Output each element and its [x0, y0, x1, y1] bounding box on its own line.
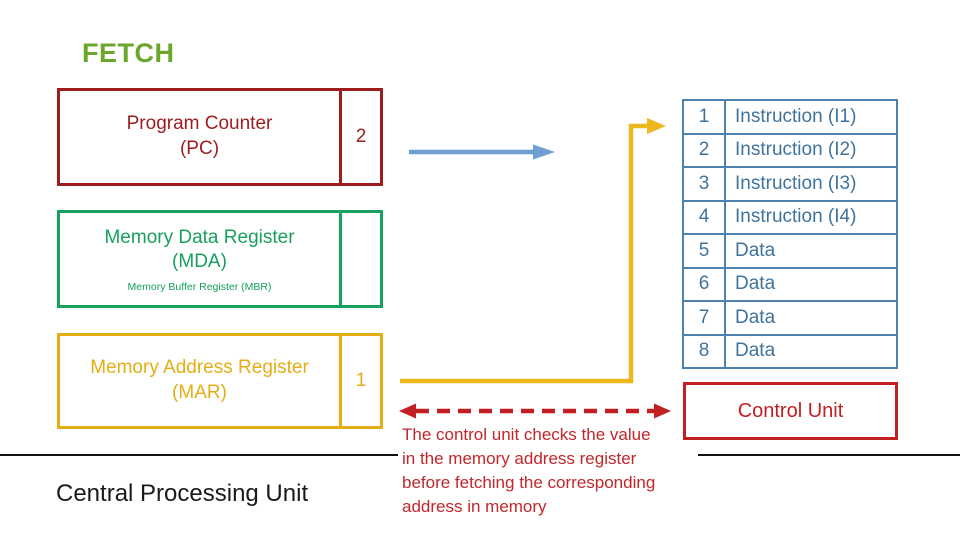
memory-row: 7 Data [684, 302, 896, 336]
memory-address-cell: 1 [684, 101, 726, 133]
cpu-boundary-line-right [698, 454, 960, 456]
program-counter-box: Program Counter (PC) 2 [57, 88, 383, 186]
memory-row: 5 Data [684, 235, 896, 269]
memory-address-cell: 2 [684, 134, 726, 166]
memory-content-cell: Instruction (I1) [735, 105, 857, 127]
caption-line: before fetching the corresponding [402, 473, 656, 492]
memory-table: 1 Instruction (I1) 2 Instruction (I2) 3 … [682, 99, 898, 369]
memory-address-register-box: Memory Address Register (MAR) 1 [57, 333, 383, 429]
caption-line: The control unit checks the value [402, 425, 651, 444]
memory-buffer-register-sublabel: Memory Buffer Register (MBR) [127, 280, 272, 293]
program-counter-name: Program Counter [126, 113, 273, 135]
memory-data-register-label: Memory Data Register (MDA) Memory Buffer… [60, 213, 339, 305]
mar-address-arrow-icon [400, 118, 666, 384]
cpu-boundary-line-left [0, 454, 398, 456]
memory-content-cell: Instruction (I2) [735, 139, 857, 161]
memory-address-register-name: Memory Address Register [90, 357, 309, 379]
program-counter-abbr: (PC) [179, 138, 220, 159]
memory-content-cell: Data [735, 239, 776, 261]
caption-text: The control unit checks the value in the… [402, 423, 662, 519]
cpu-label: Central Processing Unit [56, 480, 309, 507]
page-title: FETCH [82, 38, 175, 68]
memory-address-cell: 3 [684, 168, 726, 200]
caption-line: address in memory [402, 497, 547, 516]
pc-data-arrow-icon [409, 144, 555, 160]
memory-row: 3 Instruction (I3) [684, 168, 896, 202]
memory-address-register-abbr: (MAR) [172, 382, 227, 403]
program-counter-value: 2 [339, 91, 380, 183]
memory-address-cell: 7 [684, 302, 726, 334]
memory-data-register-box: Memory Data Register (MDA) Memory Buffer… [57, 210, 383, 308]
control-signal-arrow-icon [399, 403, 671, 419]
memory-data-register-name: Memory Data Register [104, 226, 295, 248]
memory-address-cell: 5 [684, 235, 726, 267]
memory-content-cell: Data [735, 273, 776, 295]
memory-address-cell: 6 [684, 268, 726, 300]
memory-data-register-value [339, 213, 380, 305]
memory-content-cell: Data [735, 340, 776, 362]
memory-row: 8 Data [684, 335, 896, 367]
memory-data-register-abbr: (MDA) [172, 251, 227, 273]
program-counter-label: Program Counter (PC) [60, 91, 339, 183]
memory-content-cell: Instruction (I3) [735, 172, 857, 194]
memory-row: 2 Instruction (I2) [684, 134, 896, 168]
control-unit-box: Control Unit [683, 382, 898, 440]
memory-row: 1 Instruction (I1) [684, 101, 896, 135]
memory-content-cell: Data [735, 306, 776, 328]
memory-address-cell: 8 [684, 335, 726, 367]
memory-address-register-value: 1 [339, 336, 380, 426]
caption-line: in the memory address register [402, 449, 637, 468]
memory-row: 4 Instruction (I4) [684, 201, 896, 235]
memory-address-cell: 4 [684, 201, 726, 233]
memory-address-register-label: Memory Address Register (MAR) [60, 336, 339, 426]
control-unit-label: Control Unit [737, 399, 844, 422]
memory-row: 6 Data [684, 268, 896, 302]
memory-content-cell: Instruction (I4) [735, 206, 857, 228]
